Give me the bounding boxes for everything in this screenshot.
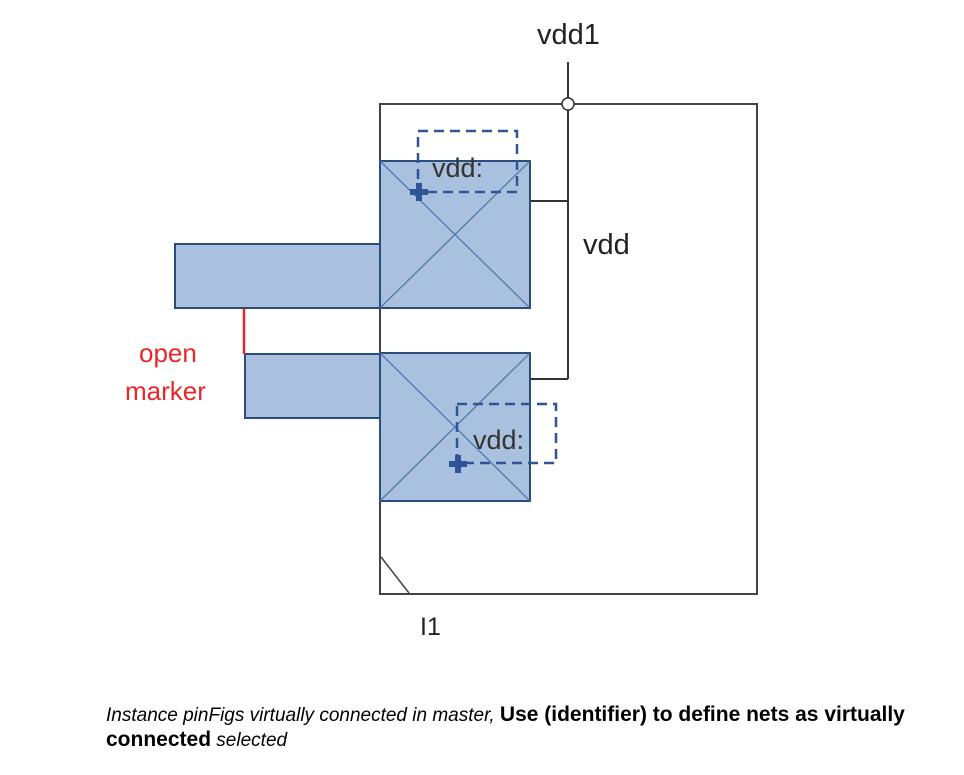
bottom-pin-label: vdd: bbox=[473, 425, 524, 455]
caption-part-1: Instance pinFigs virtually connected in … bbox=[106, 705, 500, 726]
caption-part-3: selected bbox=[211, 730, 288, 751]
top-left-bar bbox=[174, 243, 381, 309]
caption-part-2: Use (identifier) to define nets as virtu… bbox=[106, 703, 905, 751]
open-marker-label-line2: marker bbox=[125, 376, 206, 406]
schematic-diagram: vdd1 vdd vdd: vdd: open marker I1 bbox=[125, 19, 758, 641]
vdd-net-label: vdd bbox=[583, 229, 630, 261]
top-origin-plus-icon bbox=[410, 183, 428, 201]
bottom-pin-label-box bbox=[455, 402, 558, 465]
top-pin-diag-2 bbox=[379, 160, 531, 309]
bottom-left-bar bbox=[244, 353, 381, 419]
vdd1-terminal-circle bbox=[561, 97, 575, 111]
bottom-pin-diag-2 bbox=[379, 352, 531, 502]
open-marker-label-line1: open bbox=[139, 338, 197, 368]
bottom-origin-plus-icon bbox=[449, 455, 467, 473]
instance-corner-mark bbox=[380, 556, 410, 594]
top-pin-label-box bbox=[416, 129, 519, 194]
top-pin-label: vdd: bbox=[432, 153, 483, 183]
instance-name-label: I1 bbox=[420, 613, 441, 641]
figure-caption: Instance pinFigs virtually connected in … bbox=[106, 703, 926, 753]
vdd1-label: vdd1 bbox=[537, 19, 600, 51]
